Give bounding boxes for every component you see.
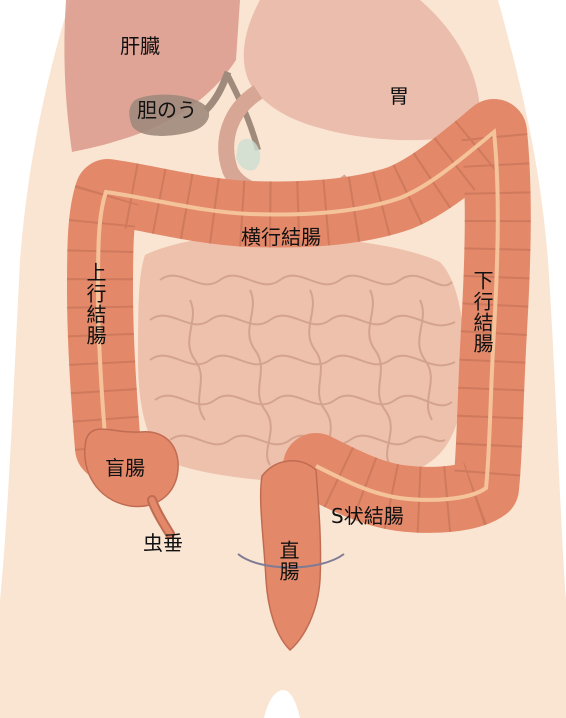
- transverse-colon-label: 横行結腸: [241, 227, 321, 247]
- ascending-colon-label: 上行結腸: [85, 262, 105, 346]
- descending-colon-label: 下行結腸: [472, 270, 492, 354]
- sigmoid-colon-label: S状結腸: [331, 506, 404, 526]
- rectum-label: 直腸: [278, 540, 298, 582]
- appendix-label: 虫垂: [143, 533, 183, 553]
- gallbladder-label: 胆のう: [137, 100, 197, 120]
- cecum-label: 盲腸: [105, 458, 145, 478]
- stomach-label: 胃: [389, 86, 409, 106]
- liver-label: 肝臓: [120, 36, 160, 56]
